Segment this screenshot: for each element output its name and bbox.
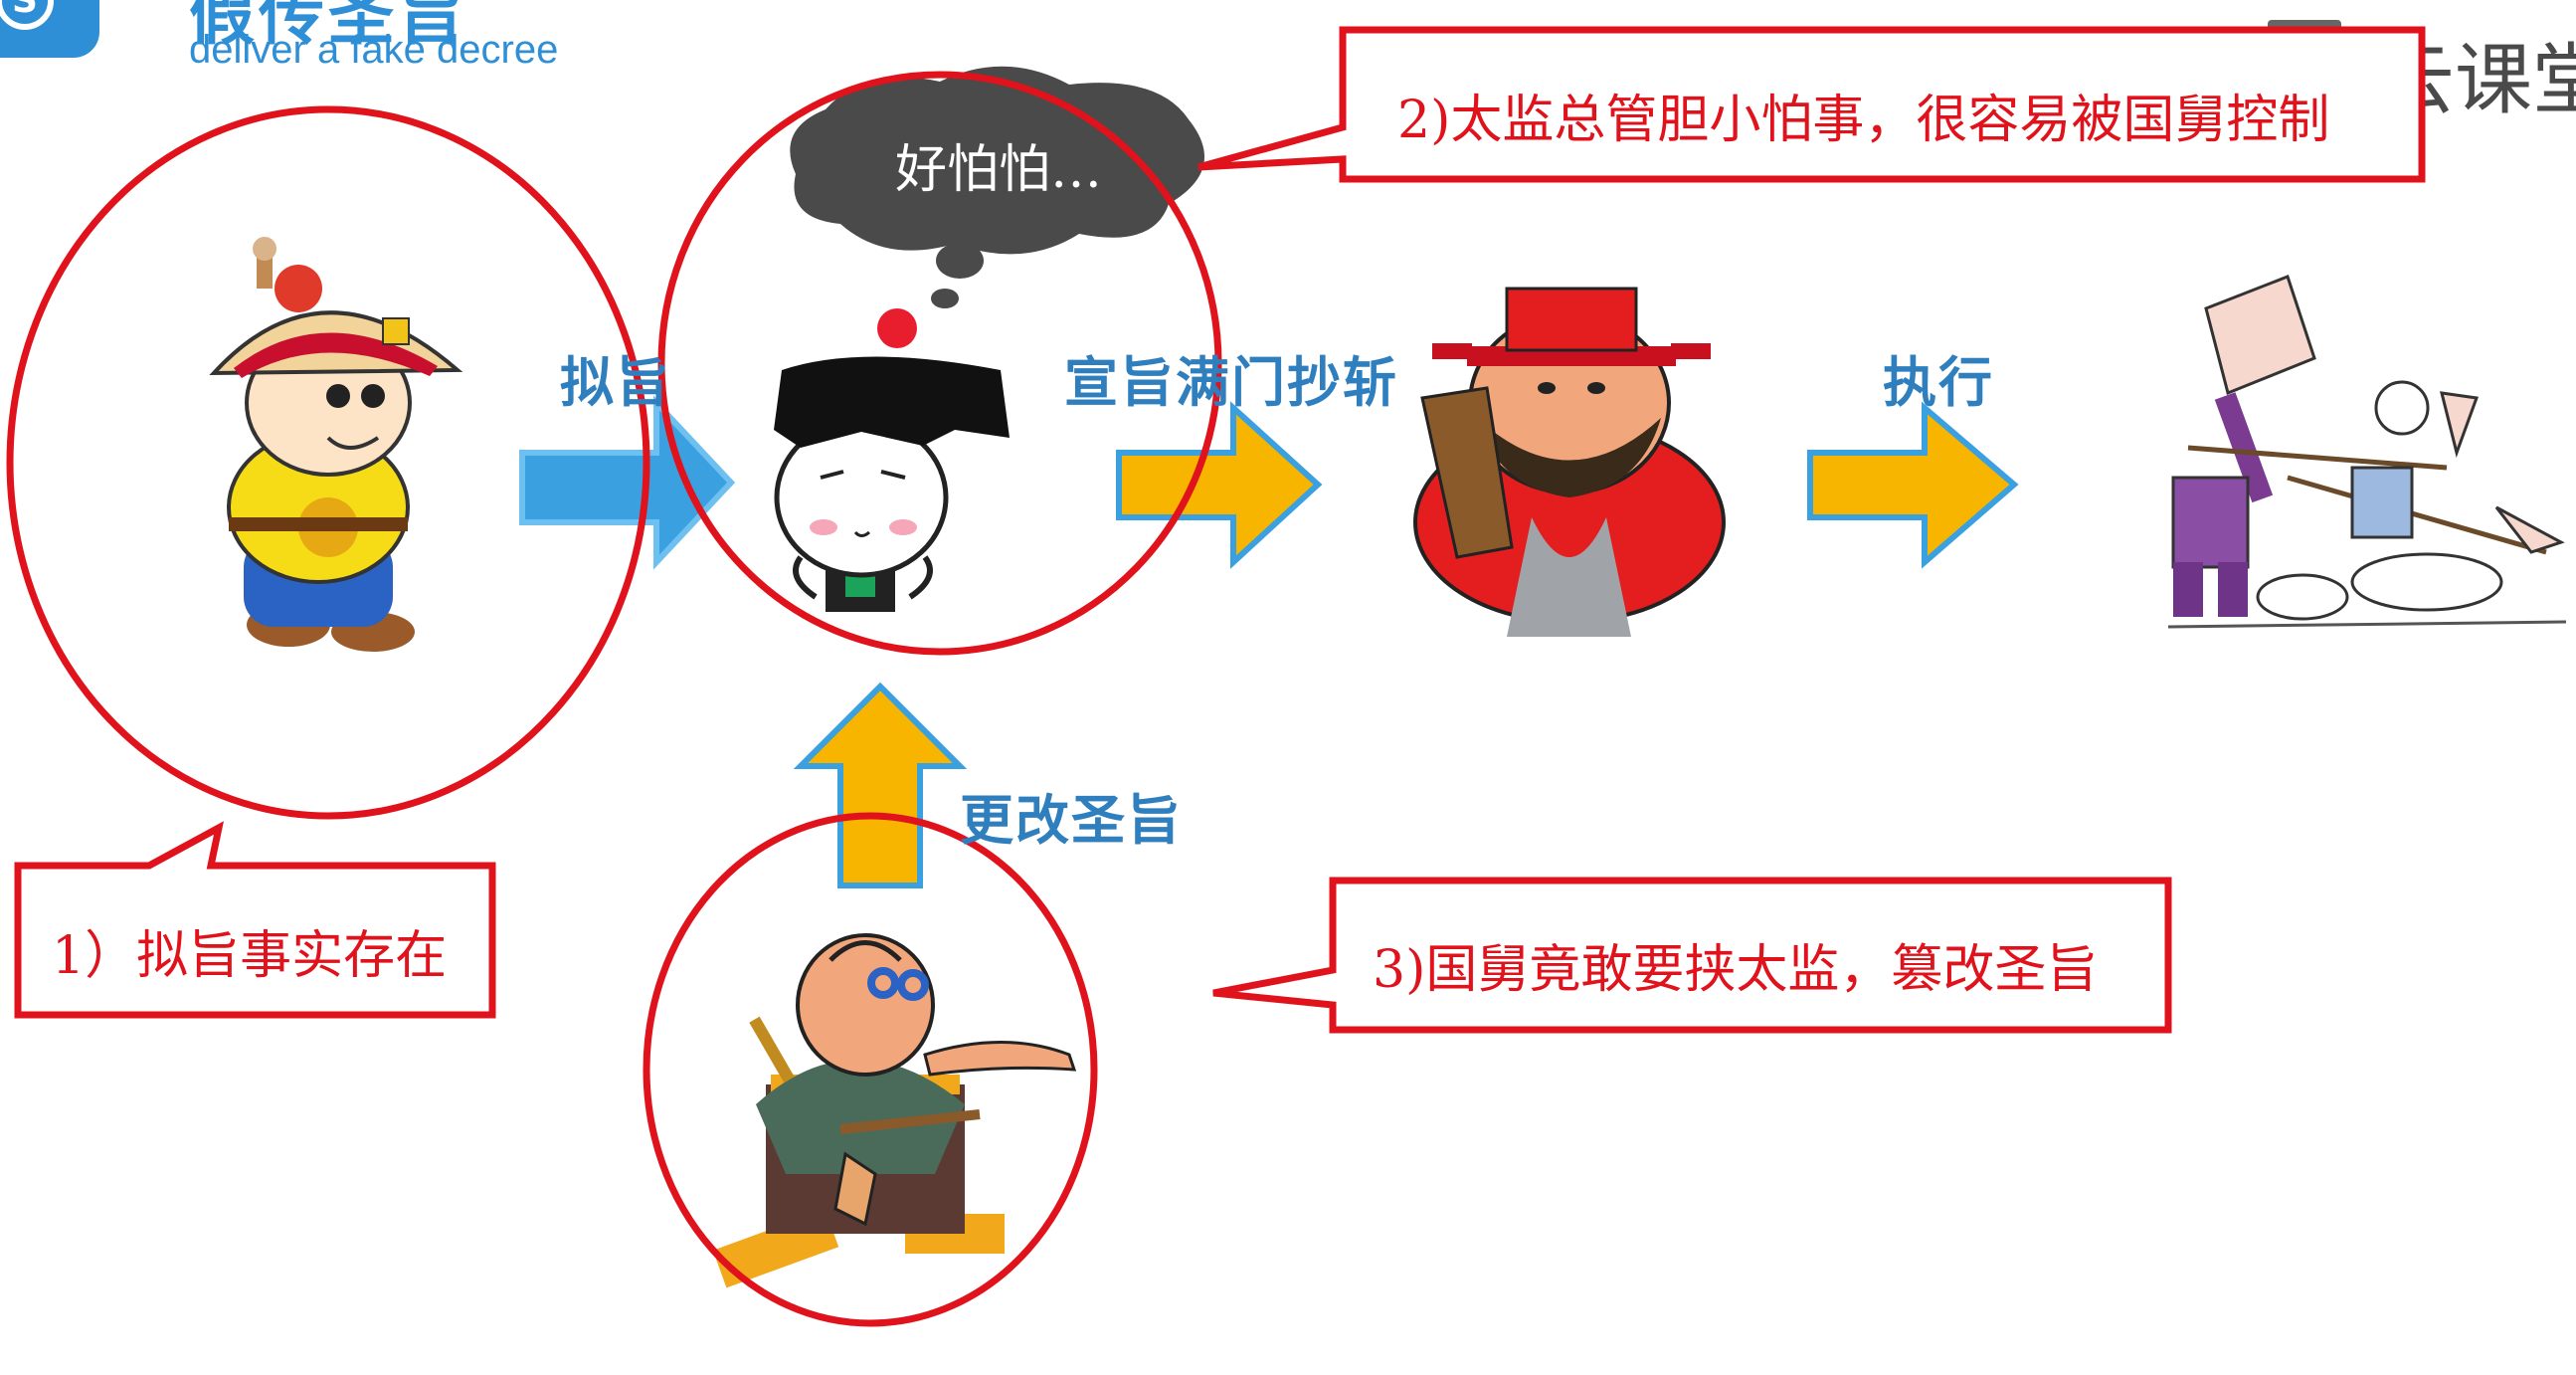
execution-scene-icon bbox=[2167, 275, 2567, 629]
label-announce-decree: 宣旨满门抄斩 bbox=[1064, 350, 1398, 414]
label-execute: 执行 bbox=[1883, 350, 1994, 414]
imperial-uncle-character-icon bbox=[712, 933, 1077, 1288]
arrow-alter-decree bbox=[793, 682, 968, 888]
arrow-execute bbox=[1807, 401, 2019, 569]
slide-title: 假传圣旨 bbox=[189, 0, 467, 54]
slide-subtitle: deliver a fake decree bbox=[189, 28, 559, 72]
eunuch-character-icon bbox=[774, 308, 1010, 612]
callout-box-3 bbox=[1212, 877, 2172, 1034]
emphasis-circle-eunuch bbox=[657, 71, 1222, 656]
callout-1-text: 1）拟旨事实存在 bbox=[52, 926, 448, 986]
callout-3-text: 3)国舅竟敢要挟太监，篡改圣旨 bbox=[1373, 940, 2099, 1000]
emperor-character-icon bbox=[209, 237, 463, 652]
callout-box-2 bbox=[1197, 26, 2426, 183]
callout-2-text: 2)太监总管胆小怕事，很容易被国舅控制 bbox=[1397, 91, 2330, 150]
arrow-draft-decree bbox=[519, 395, 736, 570]
arrow-announce-decree bbox=[1116, 401, 1323, 569]
label-alter-decree: 更改圣旨 bbox=[960, 788, 1183, 852]
label-draft-decree: 拟旨 bbox=[560, 350, 671, 414]
callout-box-1 bbox=[14, 821, 496, 1019]
emphasis-circle-uncle bbox=[643, 812, 1098, 1327]
red-robed-official-icon bbox=[1413, 287, 1726, 637]
thought-bubble-text: 好怕怕… bbox=[895, 140, 1103, 200]
thought-bubble bbox=[790, 66, 1204, 308]
emphasis-circle-emperor bbox=[6, 105, 650, 820]
